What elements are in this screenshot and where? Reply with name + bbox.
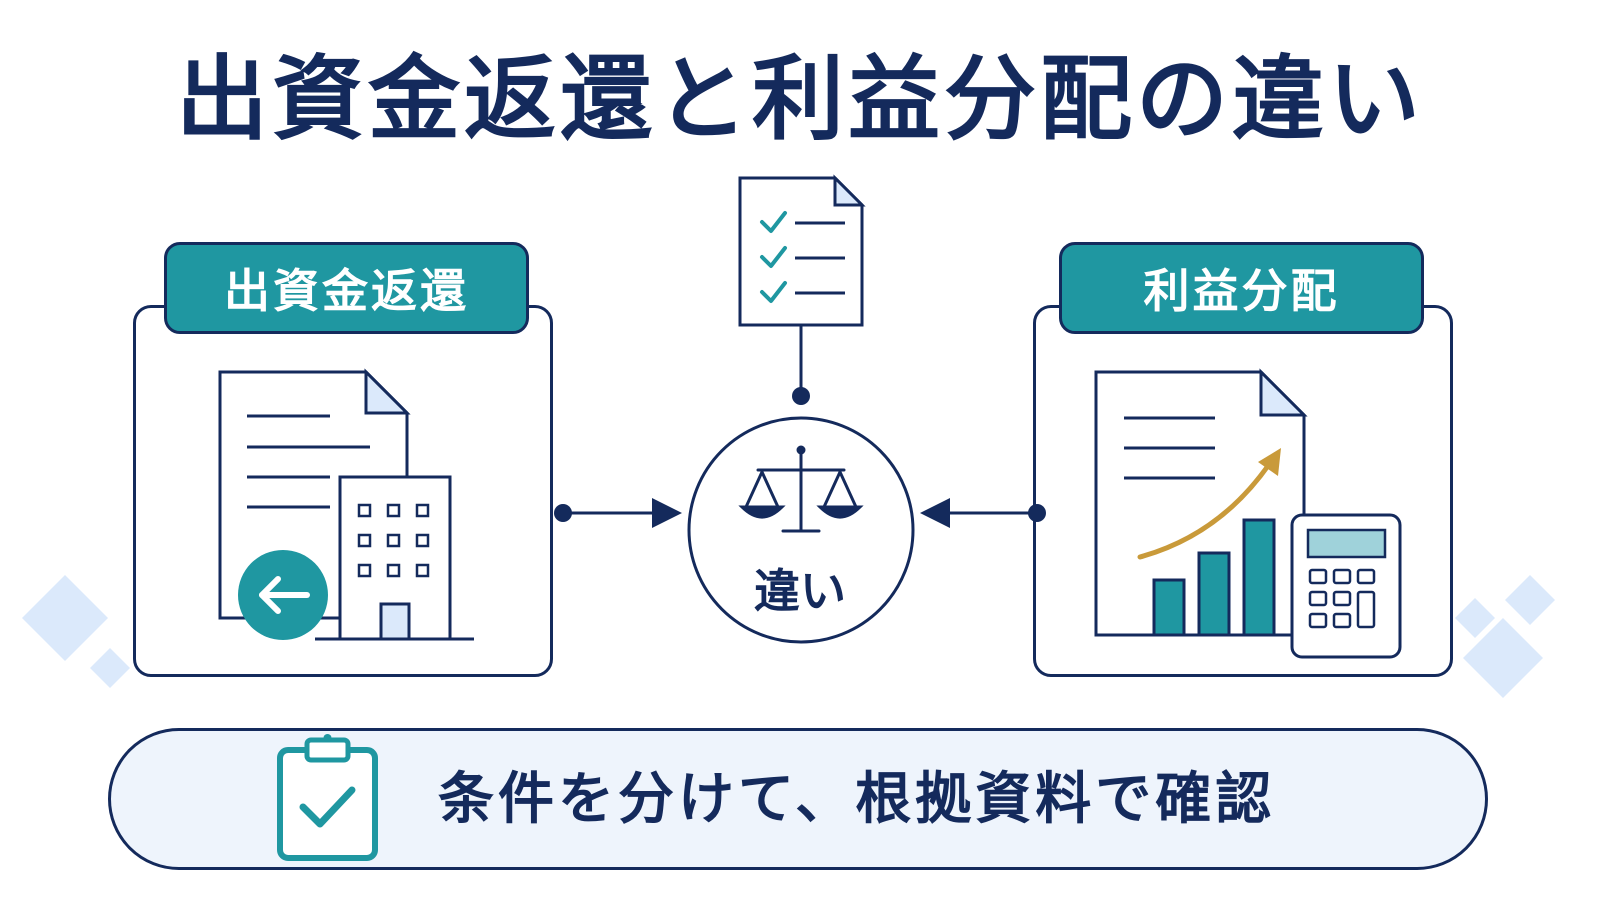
center-label: 違い — [754, 564, 846, 618]
bottom-summary-text: 条件を分けて、根拠資料で確認 — [438, 767, 1276, 832]
diamond-shape — [1505, 575, 1555, 625]
growth-chart-icon — [1137, 448, 1281, 637]
scale-icon — [738, 445, 864, 533]
diamond-shape — [1455, 598, 1495, 638]
diamond-shape — [1463, 618, 1543, 698]
diamond-shape — [22, 575, 108, 661]
checklist-document-icon — [738, 174, 866, 327]
return-arrow-icon — [238, 550, 328, 640]
clipboard-check-icon — [277, 734, 378, 861]
calculator-icon — [1290, 513, 1402, 659]
diamond-shape — [90, 648, 130, 688]
building-icon — [315, 475, 474, 641]
right-panel-label: 利益分配 — [1059, 242, 1424, 334]
left-panel-label: 出資金返還 — [164, 242, 529, 334]
connector-dot — [792, 387, 810, 405]
page-title: 出資金返還と利益分配の違い — [175, 46, 1424, 153]
